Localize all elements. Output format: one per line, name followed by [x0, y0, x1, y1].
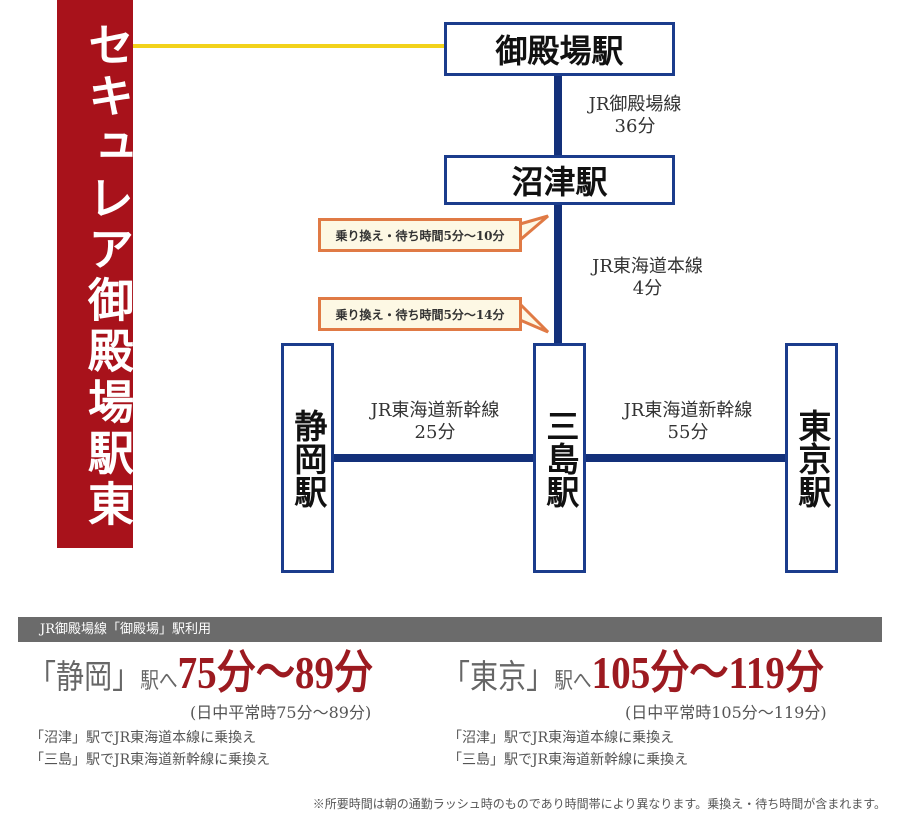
rail-gotemba-numazu: [554, 76, 562, 156]
transfers-shizuoka: 「沼津」駅でJR東海道本線に乗換え 「三島」駅でJR東海道新幹線に乗換え: [30, 727, 270, 771]
route-line: JR東海道新幹線: [623, 400, 753, 421]
route-line: JR東海道新幹線: [370, 400, 500, 421]
rail-numazu-mishima: [554, 205, 562, 345]
route-label-mishima-shizuoka: JR東海道新幹線 25分: [345, 400, 525, 444]
access-line: [133, 44, 444, 48]
dest-time: 75分～89分: [177, 647, 374, 698]
transfer-callout-mishima: 乗り換え・待ち時間5分～14分: [318, 297, 522, 331]
route-time: 36分: [614, 116, 656, 137]
property-name: セキュレア御殿場駅東: [81, 20, 133, 531]
dest-suffix: 駅へ: [554, 669, 592, 694]
callout-tail-1: [518, 214, 549, 244]
station-numazu: 沼津駅: [444, 155, 675, 205]
callout-tail-2: [518, 300, 550, 334]
route-time: 55分: [667, 422, 709, 443]
route-label-numazu-mishima: JR東海道本線 4分: [570, 256, 725, 300]
transfer-note: 「三島」駅でJR東海道新幹線に乗換え: [30, 752, 271, 768]
route-label-mishima-tokyo: JR東海道新幹線 55分: [598, 400, 778, 444]
transfer-note: 「三島」駅でJR東海道新幹線に乗換え: [448, 752, 689, 768]
station-shizuoka: 静岡駅: [281, 343, 334, 573]
route-label-gotemba-numazu: JR御殿場線 36分: [570, 94, 700, 138]
station-tokyo: 東京駅: [785, 343, 838, 573]
dest-suffix: 駅へ: [140, 669, 178, 694]
dest-station: 「東京」: [442, 657, 555, 696]
daytime-shizuoka: (日中平常時75分～89分): [190, 703, 372, 722]
route-line: JR東海道本線: [592, 256, 703, 277]
route-time: 25分: [414, 422, 456, 443]
summary-tokyo: 「東京」駅へ105分～119分: [442, 648, 824, 698]
dest-station: 「静岡」: [28, 657, 141, 696]
footnote: ※所要時間は朝の通勤ラッシュ時のものであり時間帯により異なります。乗換え・待ち時…: [312, 797, 886, 811]
station-gotemba: 御殿場駅: [444, 22, 675, 76]
property-banner: [57, 0, 133, 548]
route-line: JR御殿場線: [588, 94, 682, 115]
transfers-tokyo: 「沼津」駅でJR東海道本線に乗換え 「三島」駅でJR東海道新幹線に乗換え: [448, 727, 688, 771]
route-time: 4分: [632, 278, 663, 299]
transfer-callout-numazu: 乗り換え・待ち時間5分～10分: [318, 218, 522, 252]
transfer-note: 「沼津」駅でJR東海道本線に乗換え: [448, 730, 675, 746]
daytime-tokyo: (日中平常時105分～119分): [625, 703, 827, 722]
summary-header: JR御殿場線「御殿場」駅利用: [18, 617, 882, 642]
dest-time: 105分～119分: [591, 647, 825, 698]
transfer-note: 「沼津」駅でJR東海道本線に乗換え: [30, 730, 257, 746]
summary-shizuoka: 「静岡」駅へ75分～89分: [28, 648, 373, 698]
station-mishima: 三島駅: [533, 343, 586, 573]
